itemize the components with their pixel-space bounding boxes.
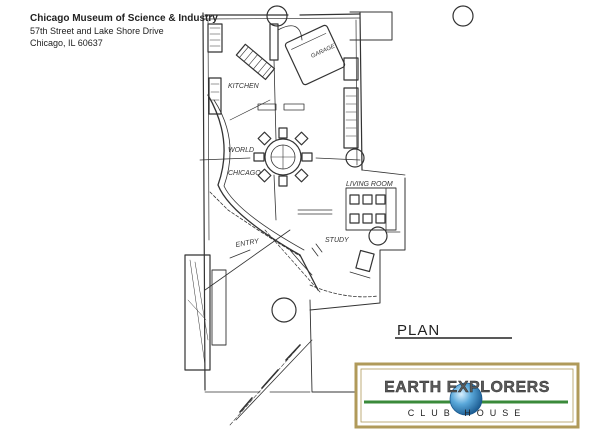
entry-path [229, 339, 313, 426]
entry-label: ENTRY [235, 238, 261, 249]
kitchen-label: KITCHEN [228, 83, 260, 90]
kitchen-island [235, 43, 276, 81]
right-cabinets [343, 57, 359, 149]
street-address: 57th Street and Lake Shore Drive [30, 26, 164, 36]
dashed-guides [229, 99, 321, 293]
plan-title: PLAN [395, 322, 512, 339]
kitchen-appliances [207, 23, 223, 115]
entry-walkway [204, 229, 313, 291]
city-address: Chicago, IL 60637 [30, 38, 103, 48]
study-label: STUDY [325, 237, 350, 244]
garage-car [284, 24, 346, 86]
address-block: Chicago Museum of Science & Industry 57t… [30, 13, 218, 49]
plan-label: PLAN [397, 322, 440, 339]
logo-title: EARTH EXPLORERS [384, 379, 550, 396]
curved-wall [207, 94, 319, 291]
logo-subtitle: CLUB HOUSE [408, 408, 527, 418]
chicago-label: CHICAGO [228, 170, 261, 177]
outer-walls [202, 11, 406, 393]
bench [297, 209, 333, 215]
earth-explorers-logo: EARTH EXPLORERS CLUB HOUSE [354, 362, 580, 429]
column-markers [266, 5, 474, 323]
living-room-furniture [345, 187, 401, 233]
garage-door [277, 25, 303, 41]
globe-table [199, 127, 361, 187]
central-pole [269, 23, 279, 221]
study-furniture [309, 243, 379, 298]
living-room-label: LIVING ROOM [346, 181, 393, 188]
counters [257, 103, 305, 111]
exterior-block [184, 254, 227, 371]
globe-icon [449, 382, 483, 416]
garage-label: GARAGE [310, 43, 337, 60]
world-label: WORLD [228, 147, 254, 154]
museum-name: Chicago Museum of Science & Industry [30, 13, 218, 24]
